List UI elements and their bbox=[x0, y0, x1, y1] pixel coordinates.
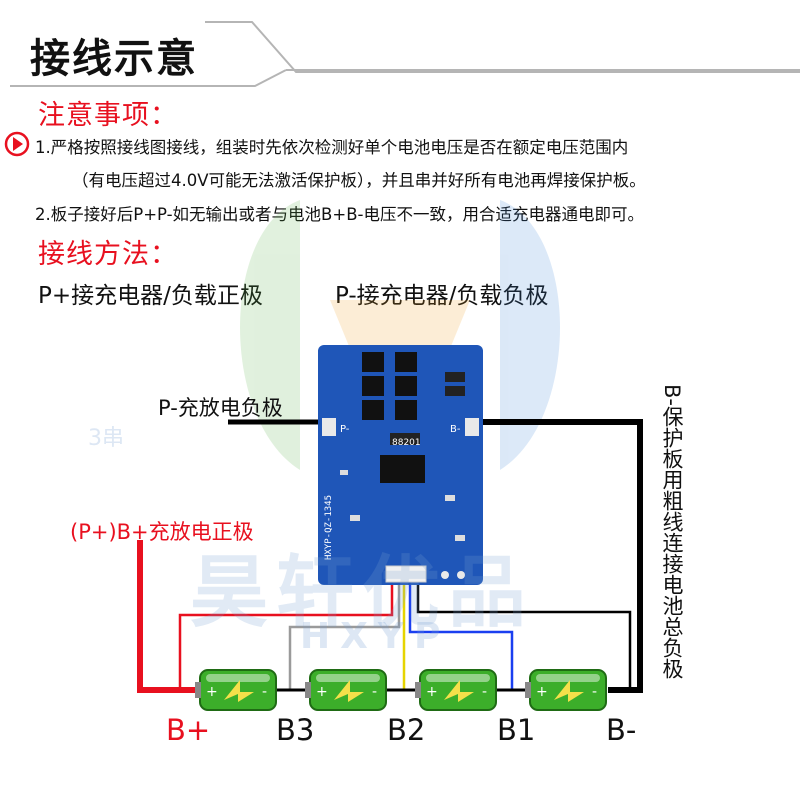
board-pad-b-label: B- bbox=[450, 424, 461, 435]
p-plus-instruction: P+接充电器/负载正极 bbox=[38, 283, 263, 309]
battery-minus-sign: - bbox=[592, 684, 597, 700]
node-label-b3: B3 bbox=[276, 713, 315, 747]
note-item-2: 2.板子接好后P+P-如无输出或者与电池B+B-电压不一致，用合适充电器通电即可… bbox=[35, 205, 644, 224]
b-minus-vertical-label: B-保护板用粗线连接电池总负极 bbox=[660, 384, 684, 679]
battery-cell: +- bbox=[415, 669, 497, 711]
p-minus-label: P-充放电负极 bbox=[158, 396, 283, 420]
battery-cell: +- bbox=[525, 669, 607, 711]
battery-plus-sign: + bbox=[536, 684, 548, 700]
battery-cell: +- bbox=[305, 669, 387, 711]
b-minus-wire bbox=[468, 419, 643, 693]
balance-wire-blue bbox=[408, 585, 514, 690]
board-model-label: HXYP-QZ-1345 bbox=[324, 495, 334, 560]
b-plus-label: (P+)B+充放电正极 bbox=[70, 520, 254, 544]
balance-wire-red bbox=[178, 585, 394, 690]
notes-heading: 注意事项： bbox=[38, 100, 178, 131]
battery-plus-sign: + bbox=[206, 684, 218, 700]
method-heading: 接线方法： bbox=[38, 239, 178, 270]
lightning-icon bbox=[224, 680, 254, 702]
balance-wire-black bbox=[416, 585, 632, 690]
chevron-right-icon bbox=[4, 131, 30, 157]
board-pad-p-label: P- bbox=[340, 424, 350, 435]
battery-minus-sign: - bbox=[482, 684, 487, 700]
pad-b-minus bbox=[465, 418, 479, 436]
battery-cell: +- bbox=[195, 669, 277, 711]
pad-p-minus bbox=[322, 418, 336, 436]
balance-wire-gray bbox=[288, 585, 401, 690]
lightning-icon bbox=[554, 680, 584, 702]
node-label-b-minus: B- bbox=[606, 713, 637, 747]
battery-plus-sign: + bbox=[316, 684, 328, 700]
page-title: 接线示意 bbox=[30, 36, 198, 82]
battery-minus-sign: - bbox=[372, 684, 377, 700]
board-chip-label: 88201 bbox=[392, 438, 421, 448]
note-item-1-continued: （有电压超过4.0V可能无法激活保护板），并且串并好所有电池再焊接保护板。 bbox=[72, 171, 646, 190]
node-label-b2: B2 bbox=[387, 713, 426, 747]
node-label-b1: B1 bbox=[497, 713, 536, 747]
watermark-series: 3串 bbox=[88, 426, 124, 451]
watermark-brand: 昊轩优品 bbox=[190, 548, 535, 638]
watermark-brand-en: HXYP bbox=[300, 616, 451, 657]
node-label-b-plus: B+ bbox=[166, 713, 211, 747]
lightning-icon bbox=[334, 680, 364, 702]
note-item-1: 1.严格按照接线图接线，组装时先依次检测好单个电池电压是否在额定电压范围内 bbox=[35, 138, 629, 157]
protection-board bbox=[318, 345, 483, 585]
title-underline-decoration bbox=[10, 21, 800, 87]
battery-plus-sign: + bbox=[426, 684, 438, 700]
lightning-icon bbox=[444, 680, 474, 702]
p-minus-instruction: P-接充电器/负载负极 bbox=[335, 283, 549, 309]
battery-minus-sign: - bbox=[262, 684, 267, 700]
